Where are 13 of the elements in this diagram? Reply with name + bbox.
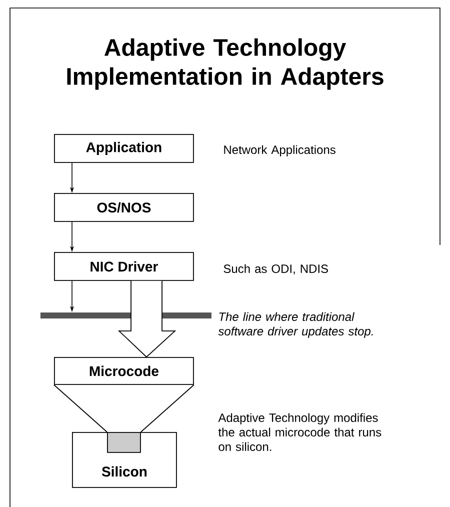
- chip-box: [107, 432, 141, 453]
- description-text: The line where traditional software driver updates stop.: [218, 312, 373, 338]
- process-box: NIC Driver: [54, 252, 194, 281]
- process-box: Microcode: [54, 357, 194, 385]
- description-text: Adaptive Technology modifies the actual microcode that runs on silicon.: [218, 413, 382, 451]
- block-arrow: [118, 280, 176, 358]
- process-box: OS/NOS: [54, 193, 194, 222]
- chip-box: Silicon: [72, 432, 177, 488]
- funnel-lines: [54, 384, 194, 432]
- description-text: Such as ODI, NDIS: [224, 264, 328, 274]
- title: Adaptive Technology Implementation in Adapters: [67, 38, 384, 90]
- description-text: Network Applications: [224, 145, 336, 156]
- process-box: Application: [54, 134, 194, 163]
